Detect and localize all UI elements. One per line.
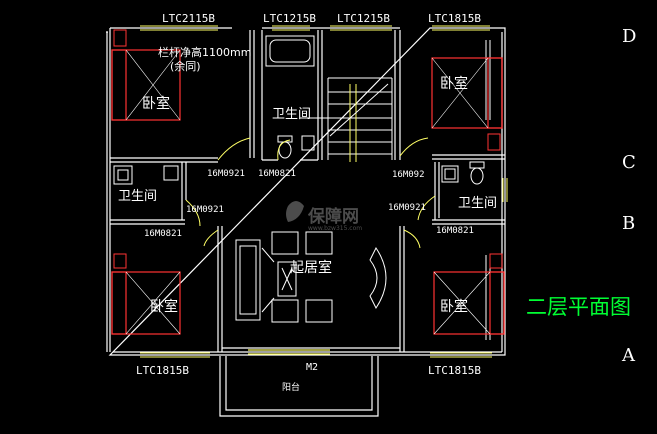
door-m2 [248, 349, 330, 355]
balcony [219, 349, 379, 417]
toilet-right [469, 161, 485, 185]
armchair-bottom-right [305, 299, 333, 323]
axis-label-c: C [622, 152, 636, 173]
armchair-top-left [271, 231, 299, 255]
staircase [300, 77, 393, 162]
label-railing-note: (余同) [170, 59, 201, 73]
label-door-3: 16M092 [392, 170, 425, 180]
window-side-br [485, 255, 491, 340]
tv-lines [261, 247, 275, 313]
label-window-top-right: LTC1815B [428, 12, 481, 25]
living-room-furniture [235, 231, 387, 323]
label-door-m2: M2 [306, 362, 318, 373]
label-window-top-mid-left: LTC1215B [263, 12, 316, 25]
label-door-7: 16M0821 [436, 226, 474, 236]
label-door-6: 16M0921 [388, 203, 426, 213]
label-bathroom-right: 卫生间 [458, 196, 497, 211]
stair-sides [327, 78, 393, 160]
door-bathroom-top [277, 139, 291, 161]
window-bottom-right [430, 352, 492, 358]
label-bedroom-top-left: 卧室 [142, 95, 170, 112]
window-top-mid-right [330, 25, 392, 31]
outer-wall-outline [108, 27, 506, 356]
door-bedroom-tr [399, 137, 429, 157]
axis-label-d: D [622, 26, 636, 47]
label-bathroom-left: 卫生间 [118, 189, 157, 204]
bed-top-left [111, 49, 181, 121]
label-bedroom-top-right: 卧室 [440, 75, 468, 92]
label-bedroom-bottom-left: 卧室 [150, 298, 178, 315]
label-door-5: 16M0821 [144, 229, 182, 239]
wall-bathroom-left [110, 162, 187, 225]
window-top-left [140, 25, 218, 31]
drawing-title: 二层平面图 [526, 295, 631, 319]
label-door-4: 16M0921 [186, 205, 224, 215]
axis-label-b: B [622, 213, 635, 234]
door-bathroom-right [417, 195, 436, 221]
wall-bedroom-tl-right [249, 30, 255, 158]
balcony-outer [219, 356, 379, 417]
label-bathroom-top: 卫生间 [272, 107, 311, 122]
stair-treads [328, 77, 392, 155]
armchair-top-right [305, 231, 333, 255]
wall-bathroom-top-sides [261, 30, 323, 160]
bathtub-top [265, 35, 315, 67]
label-living-room: 起居室 [290, 259, 332, 276]
wall-bedroom-tr-bottom [432, 154, 505, 160]
balcony-inner [225, 356, 373, 411]
armchair-bottom-left [271, 299, 299, 323]
sink-top [301, 135, 315, 151]
label-bedroom-bottom-right: 卧室 [440, 298, 468, 315]
label-window-top-left: LTC2115B [162, 12, 215, 25]
label-window-top-mid-right: LTC1215B [337, 12, 390, 25]
bed-top-right [431, 57, 503, 129]
doors [185, 137, 436, 249]
wall-bedroom-bl-right [217, 226, 223, 352]
shower-left [113, 165, 133, 185]
toilet-top [277, 135, 293, 159]
label-railing-height: 栏杆净高1100mm [158, 45, 251, 59]
sink-left [163, 165, 179, 181]
shower-right [441, 165, 459, 183]
watermark: 保障网 www.bzw315.com [286, 201, 362, 232]
bed-bottom-right [433, 271, 505, 335]
window-top-right [432, 25, 490, 31]
bed-bottom-left [111, 271, 181, 335]
wall-bedroom-tl-bottom [110, 157, 218, 163]
wall-bedroom-br-left [399, 226, 405, 352]
label-balcony: 阳台 [282, 381, 300, 393]
wall-bathroom-right [432, 162, 505, 225]
stair-arrow [329, 83, 389, 137]
coffee-table-x [281, 267, 293, 291]
beds [111, 49, 505, 335]
label-window-bottom-right: LTC1815B [428, 364, 481, 377]
interior-walls [110, 30, 505, 352]
window-bottom-left [140, 352, 210, 358]
label-door-1: 16M0921 [207, 169, 245, 179]
coffee-table [277, 261, 297, 297]
label-window-bottom-left: LTC1815B [136, 364, 189, 377]
nightstands [113, 29, 503, 269]
outer-wall-inner-left [106, 31, 108, 352]
window-right-bathroom [502, 178, 508, 202]
watermark-logo-icon [286, 201, 304, 222]
bathroom-fixtures [113, 35, 485, 185]
window-top-mid-left [272, 25, 310, 31]
wall-stair-right [394, 30, 401, 160]
watermark-url: www.bzw315.com [308, 225, 362, 232]
axis-label-a: A [621, 345, 636, 366]
door-bathroom-left [185, 199, 201, 227]
door-bedroom-tl [217, 137, 251, 161]
sofa-right [369, 247, 387, 309]
label-door-2: 16M0821 [258, 169, 296, 179]
stair-handrail [349, 84, 357, 162]
tv-cabinet [235, 239, 261, 321]
door-bedroom-bl [203, 229, 219, 247]
window-side-tr [485, 40, 491, 120]
door-bedroom-br [403, 229, 421, 249]
tv-cabinet-inner [239, 245, 257, 315]
windows [140, 25, 508, 358]
watermark-brand: 保障网 [307, 206, 359, 227]
